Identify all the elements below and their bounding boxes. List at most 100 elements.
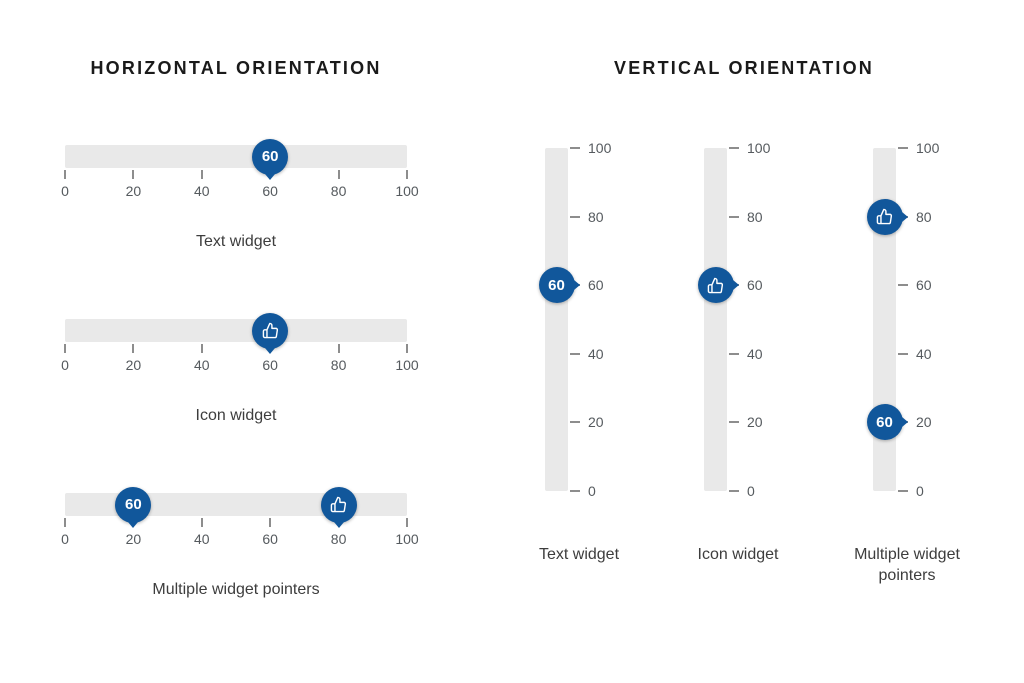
tick-label: 60 [747,277,763,294]
tick-label: 0 [61,531,69,547]
tick: 40 [898,345,932,362]
tick-mark [898,490,908,492]
gauge-axis: 0 20 40 60 80 100 [61,168,419,214]
tick-label: 0 [916,483,924,499]
tick-label: 100 [588,140,612,156]
tick: 20 [729,414,763,431]
icon-pointer[interactable] [252,312,289,349]
gauge-label: Icon widget [697,546,779,563]
tick: 0 [898,483,924,499]
horizontal-gauge-multiple-pointers: 60 0 20 40 60 80 100 Multiple [61,486,419,599]
tick-label: 80 [330,183,347,199]
tick-mark [898,284,908,287]
pointer-value: 60 [876,413,893,431]
tick-label: 20 [125,357,142,373]
gauge-axis: 0 20 40 60 80 100 [896,140,966,499]
tick: 100 [729,140,770,156]
tick-mark [729,352,739,355]
tick-label: 20 [125,183,142,199]
tick-label: 80 [330,531,347,547]
tick-mark [132,170,135,179]
horizontal-section-title: HORIZONTAL ORIENTATION [90,58,382,78]
tick-label: 40 [747,345,763,362]
icon-pointer[interactable] [697,267,734,304]
tick-label: 40 [588,345,604,362]
tick-label: 20 [747,414,763,431]
tick-label: 80 [330,357,347,373]
tick-label: 60 [262,357,278,373]
text-pointer[interactable]: 60 [866,404,903,441]
gauge-label: Text widget [195,233,277,250]
tick-mark [64,518,66,527]
tick-mark [570,421,580,424]
tick-label: 40 [916,345,932,362]
thumbs-up-icon [330,496,347,513]
tick-mark [406,170,408,179]
pointer-value: 60 [125,496,142,513]
tick-mark [729,421,739,424]
tick-mark [729,490,739,492]
tick-mark [200,170,203,179]
gauge-axis: 0 20 40 60 80 100 [61,516,419,562]
tick-mark [269,518,272,527]
tick-mark [64,170,66,179]
tick: 0 [729,483,755,499]
tick-mark [200,344,203,353]
tick-label: 20 [916,414,932,431]
tick-label: 60 [262,183,278,199]
tick-mark [898,147,908,149]
tick-mark [64,344,66,353]
gauge-track [697,148,734,491]
gauge-label: Icon widget [195,407,277,424]
tick-label: 80 [916,208,932,225]
tick: 40 [729,345,763,362]
tick-label: 20 [125,531,142,547]
thumbs-up-icon [876,208,893,225]
pointer-value: 60 [548,276,565,294]
text-pointer[interactable]: 60 [115,486,152,523]
tick: 100 [898,140,940,156]
tick-mark [406,518,408,527]
tick-label: 80 [747,208,763,225]
tick-label: 0 [61,357,69,373]
gauge-track [65,312,407,349]
tick: 60 [898,277,932,293]
tick-label: 40 [194,357,210,373]
tick-label: 40 [194,531,210,547]
tick: 80 [570,209,604,225]
tick-label: 100 [916,140,940,156]
horizontal-gauge-icon-widget: 0 20 40 60 80 100 Icon widget [61,312,419,425]
icon-pointer[interactable] [866,198,903,235]
vertical-gauge-text-widget: 60 0 20 40 60 80 100 Text widget [538,140,619,563]
tick-mark [406,344,408,353]
icon-pointer[interactable] [320,486,357,523]
tick-mark [729,147,739,149]
tick-label: 20 [588,414,604,431]
pointer-value: 60 [261,148,279,165]
text-pointer[interactable]: 60 [252,138,289,175]
thumbs-up-icon [262,322,279,339]
gauge-label: Text widget [538,546,620,563]
gauge-track: 60 [866,148,903,491]
tick: 40 [570,345,604,362]
vertical-gauge-multiple-pointers: 60 0 20 40 60 80 100 Multiple widget poi… [854,140,960,584]
tick-label: 100 [395,531,419,547]
tick-label: 60 [588,277,604,294]
gauge-label: Multiple widget pointers [152,581,320,598]
tick-mark [132,344,135,353]
vertical-gauge-icon-widget: 0 20 40 60 80 100 Icon widget [697,140,778,563]
tick-label: 100 [395,357,419,373]
tick: 100 [570,140,612,156]
gauge-axis: 0 20 40 60 80 100 [568,140,638,499]
tick-mark [570,147,580,149]
tick-mark [729,215,739,218]
tick-mark [570,352,580,355]
tick-label: 40 [194,183,210,199]
tick-label: 0 [61,183,69,199]
text-pointer[interactable]: 60 [538,267,575,304]
tick-label: 60 [262,531,278,547]
horizontal-gauge-text-widget: 60 0 20 40 60 80 100 Text widget [61,138,419,251]
tick: 20 [570,414,604,431]
tick-mark [200,518,203,527]
tick-label: 0 [747,483,755,499]
